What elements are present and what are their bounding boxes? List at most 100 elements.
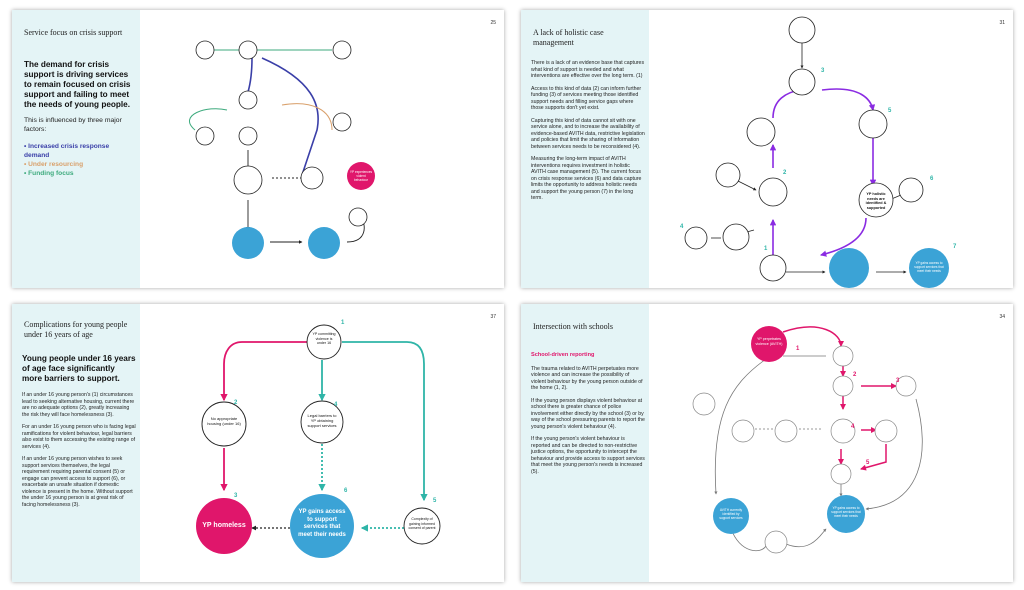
- node-circle: [238, 40, 258, 60]
- node-homeless-label: YP homeless: [202, 522, 246, 529]
- marker-3: 3: [821, 68, 825, 74]
- node-no-housing-label: No appropriate housing (under 16): [207, 416, 241, 426]
- paragraph: There is a lack of an evidence base that…: [531, 60, 645, 79]
- node-circle: [774, 419, 798, 443]
- slide-service-focus[interactable]: Service focus on crisis support 25 The d…: [12, 10, 504, 288]
- node-circle: [692, 392, 716, 416]
- influenced-text: This is influenced by three major factor…: [24, 117, 122, 133]
- node-yp-gains-label: YP gains access to support services that…: [914, 261, 944, 273]
- node-gains: [290, 494, 354, 558]
- slide-under-16[interactable]: Complications for young people under 16 …: [12, 304, 504, 582]
- node-restrictive: [684, 226, 708, 250]
- slide-sidebar: [12, 10, 140, 288]
- marker-5: 5: [866, 460, 870, 466]
- node-circle: [348, 207, 368, 227]
- slide-title: Complications for young people under 16 …: [24, 320, 128, 339]
- marker-2: 2: [783, 170, 787, 176]
- node-circle: [300, 166, 324, 190]
- node-funding-holistic: [788, 68, 816, 96]
- node-yp-gains: [827, 495, 865, 533]
- marker-5: 5: [433, 498, 437, 504]
- slide-body: School-driven reporting The trauma relat…: [531, 352, 645, 475]
- node-avith-ident-label: AVITH currently identified by support se…: [719, 508, 743, 520]
- under-16-diagram: 1 2 3 4 5 6: [196, 320, 441, 558]
- marker-4: 4: [851, 424, 855, 430]
- marker-2: 2: [853, 372, 857, 378]
- marker-2: 2: [234, 400, 238, 406]
- slide-title: Service focus on crisis support: [24, 28, 123, 37]
- node-circle: [195, 40, 215, 60]
- marker-6: 6: [930, 176, 934, 182]
- paragraph: For an under 16 young person who is faci…: [22, 424, 136, 450]
- node-support: [232, 227, 264, 259]
- node-accessing: [758, 177, 788, 207]
- node-yp-needs-label: YP holistic needs are identified & suppo…: [865, 192, 887, 210]
- paragraph: Access to this kind of data (2) can info…: [531, 85, 642, 112]
- node-gains-label: YP gains access to support services that…: [298, 509, 346, 538]
- schools-diagram: 1 2 3 4 5: [692, 326, 923, 554]
- node-yp-perp: [751, 326, 787, 362]
- paragraph: If the young person displays violent beh…: [531, 397, 645, 430]
- paragraph: Capturing this kind of data cannot sit w…: [531, 117, 645, 150]
- node-circle: [731, 419, 755, 443]
- node-evidence: [746, 117, 776, 147]
- marker-4: 4: [680, 224, 684, 230]
- node-homeless: [196, 498, 252, 554]
- node-yp-needs: [858, 182, 894, 218]
- paragraph: If an under 16 young person's (1) circum…: [22, 392, 135, 418]
- node-yp-gains: [909, 248, 949, 288]
- node-consent-label: Complexity of gaining informed consent o…: [408, 517, 436, 530]
- edge: [220, 341, 308, 402]
- factor-list: • Increased crisis response demand • Und…: [24, 142, 136, 178]
- slide-title: A lack of holistic case management: [533, 28, 604, 47]
- slide-sidebar: [521, 304, 649, 582]
- node-support-services: [858, 109, 888, 139]
- subhead: School-driven reporting: [531, 352, 595, 358]
- node-circle: [874, 419, 898, 443]
- node-circle: [332, 40, 352, 60]
- paragraph: If an under 16 young person wishes to se…: [22, 456, 133, 508]
- causal-loop-diagram: [188, 40, 375, 259]
- node-gains: [308, 227, 340, 259]
- slide-sidebar: [521, 10, 649, 288]
- node-sharing: [722, 223, 750, 251]
- slide-sidebar: [12, 304, 140, 582]
- factor-crisis: • Increased crisis response demand: [24, 143, 110, 159]
- page-number: 25: [490, 20, 496, 26]
- paragraph: If the young person's violent behaviour …: [531, 436, 645, 475]
- node-circle: [238, 90, 258, 110]
- node-circle: [233, 165, 263, 195]
- case-management-diagram: 3 2 5 6 4 1 7: [680, 16, 957, 288]
- node-circle: [195, 126, 215, 146]
- node-yp: [306, 324, 342, 360]
- factor-resourcing: • Under resourcing: [24, 161, 84, 168]
- slide-body: There is a lack of an evidence base that…: [531, 60, 645, 202]
- node-yp-violent-label: YP experiences violent behaviour: [349, 170, 373, 182]
- marker-5: 5: [888, 108, 892, 114]
- marker-1: 1: [341, 320, 345, 326]
- marker-3: 3: [234, 493, 238, 499]
- marker-7: 7: [953, 244, 957, 250]
- node-circle: [238, 126, 258, 146]
- node-support-capture: [759, 254, 787, 282]
- node-yp-violent: [347, 162, 375, 190]
- node-circle: [895, 375, 917, 397]
- node-circle: [830, 463, 852, 485]
- node-funding: [788, 16, 816, 44]
- slide-holistic-case-management[interactable]: A lack of holistic case management 31 Th…: [521, 10, 1013, 288]
- node-yp-perp-label: YP perpetrates violence (AVITH): [755, 337, 783, 346]
- page-number: 31: [999, 20, 1005, 26]
- marker-4: 4: [334, 402, 338, 408]
- node-yp-gains-label: YP gains access to support services that…: [831, 506, 861, 518]
- marker-6: 6: [344, 488, 348, 494]
- page-number: 34: [999, 314, 1005, 320]
- paragraph: Measuring the long-term impact of AVITH …: [531, 156, 642, 201]
- slide-intersection-schools[interactable]: Intersection with schools 34 School-driv…: [521, 304, 1013, 582]
- marker-1: 1: [796, 346, 800, 352]
- node-consent: [403, 507, 441, 545]
- node-circle: [332, 112, 352, 132]
- paragraph: The trauma related to AVITH perpetuates …: [531, 365, 643, 392]
- node-services-pass: [898, 177, 924, 203]
- node-legal-label: Legal barriers to YP obtaining support s…: [307, 413, 337, 428]
- node-avith-ident: [713, 498, 749, 534]
